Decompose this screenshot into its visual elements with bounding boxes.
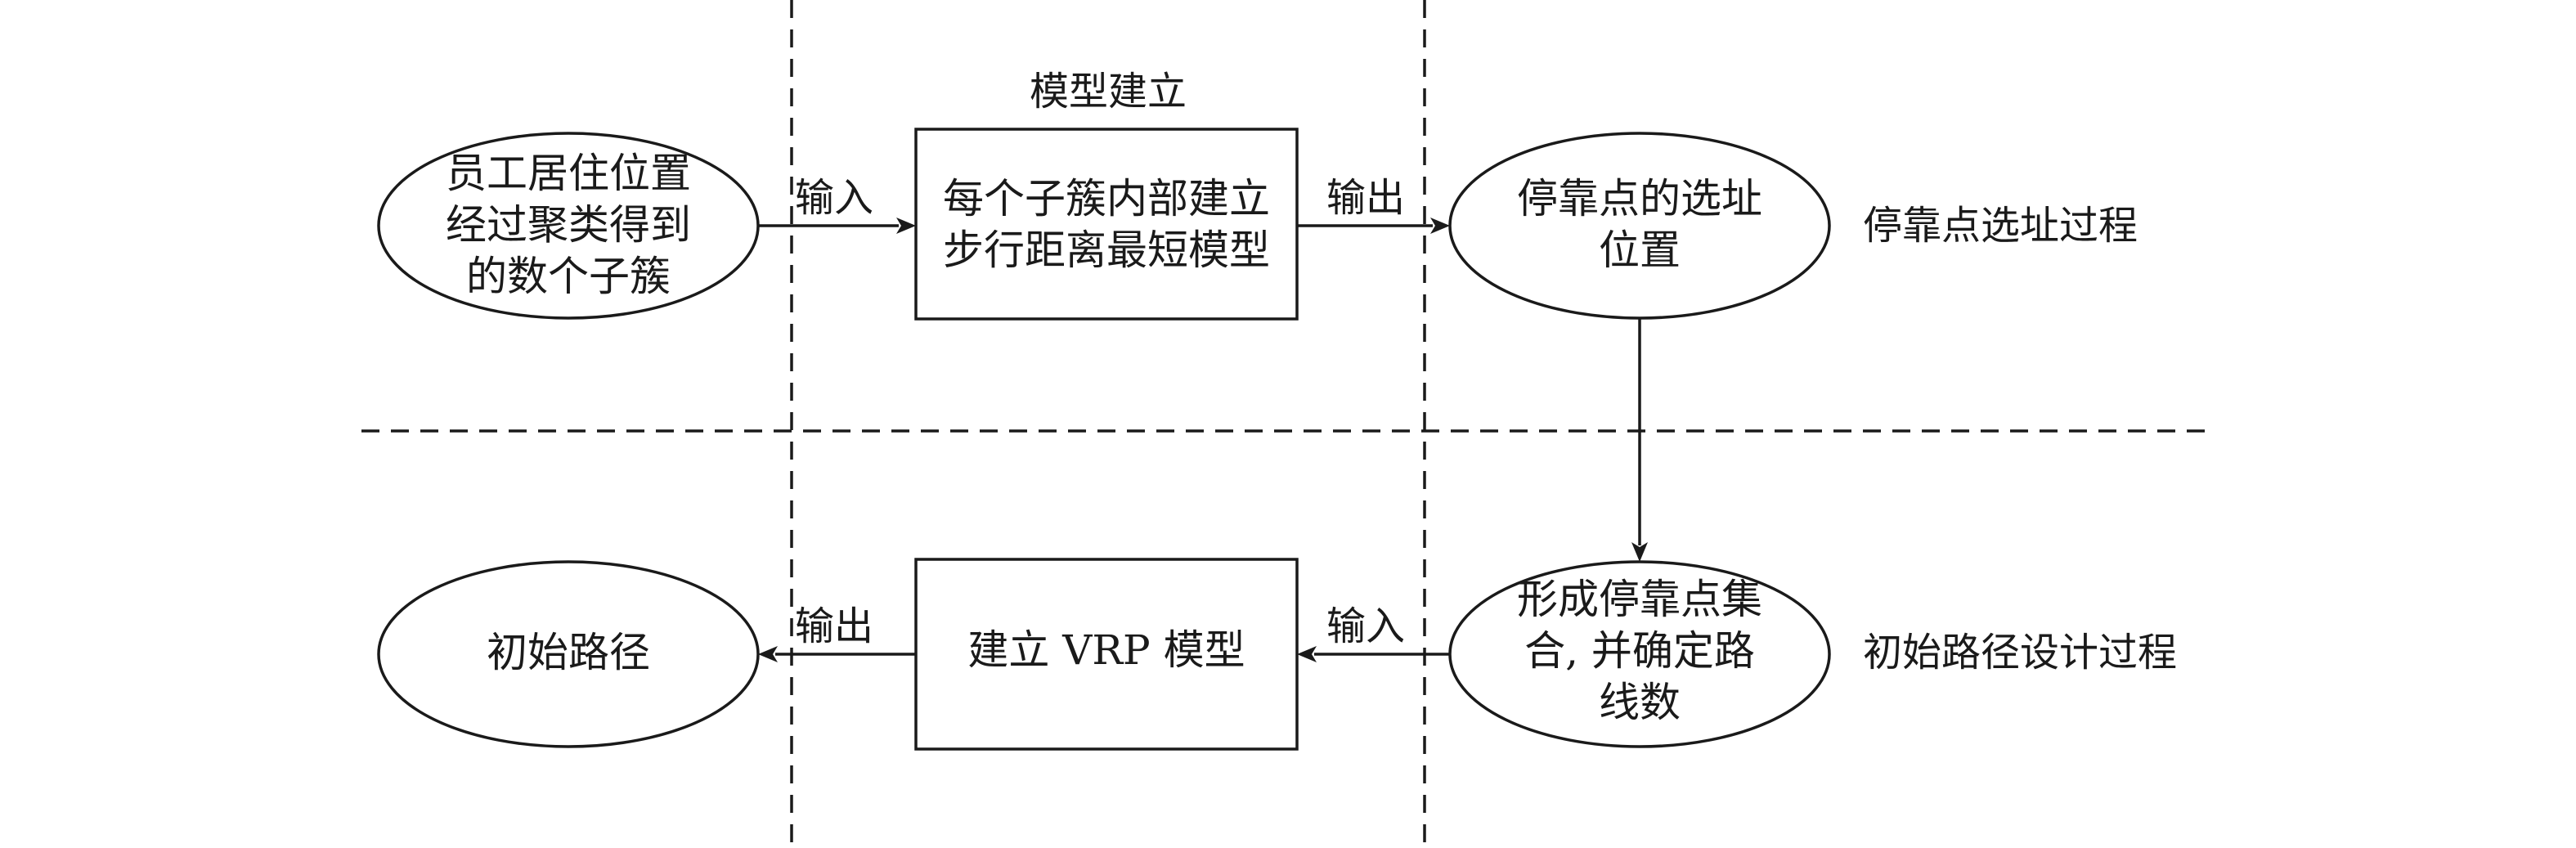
svg-text:初始路径: 初始路径 [487, 629, 650, 676]
svg-text:步行距离最短模型: 步行距离最短模型 [943, 227, 1270, 274]
arrow-down-right [1631, 318, 1648, 562]
node-stop-locations: 停靠点的选址 位置 [1448, 132, 1831, 320]
svg-text:形成停靠点集: 形成停靠点集 [1517, 576, 1762, 623]
arrow-input-top [758, 218, 916, 234]
svg-text:建立 VRP 模型: 建立 VRP 模型 [967, 626, 1245, 674]
section-label-model-building: 模型建立 [1030, 69, 1187, 114]
section-label-stop-selection: 停靠点选址过程 [1863, 203, 2138, 249]
svg-text:位置: 位置 [1599, 227, 1681, 274]
node-walking-model: 每个子簇内部建立 步行距离最短模型 [914, 128, 1299, 321]
node-initial-route: 初始路径 [377, 560, 760, 748]
node-vrp-model: 建立 VRP 模型 [914, 558, 1299, 751]
svg-text:每个子簇内部建立: 每个子簇内部建立 [943, 175, 1270, 222]
node-employee-clusters: 员工居住位置 经过聚类得到 的数个子簇 [377, 132, 760, 320]
svg-text:线数: 线数 [1599, 679, 1681, 726]
node-stop-set: 形成停靠点集 合, 并确定路 线数 [1448, 560, 1831, 748]
edge-label-input-top: 输入 [795, 175, 873, 221]
svg-text:停靠点的选址: 停靠点的选址 [1517, 175, 1762, 222]
svg-text:经过聚类得到: 经过聚类得到 [446, 201, 691, 249]
arrow-output-bottom [758, 646, 916, 662]
edge-label-output-bottom: 输出 [795, 603, 873, 649]
svg-text:员工居住位置: 员工居住位置 [446, 150, 691, 197]
svg-text:的数个子簇: 的数个子簇 [466, 253, 671, 300]
arrow-input-bottom [1297, 646, 1450, 662]
section-label-initial-route: 初始路径设计过程 [1863, 630, 2177, 675]
arrow-output-top [1297, 218, 1450, 234]
edge-label-output-top: 输出 [1326, 175, 1405, 221]
svg-text:合, 并确定路: 合, 并确定路 [1524, 627, 1755, 675]
edge-label-input-bottom: 输入 [1326, 603, 1405, 649]
